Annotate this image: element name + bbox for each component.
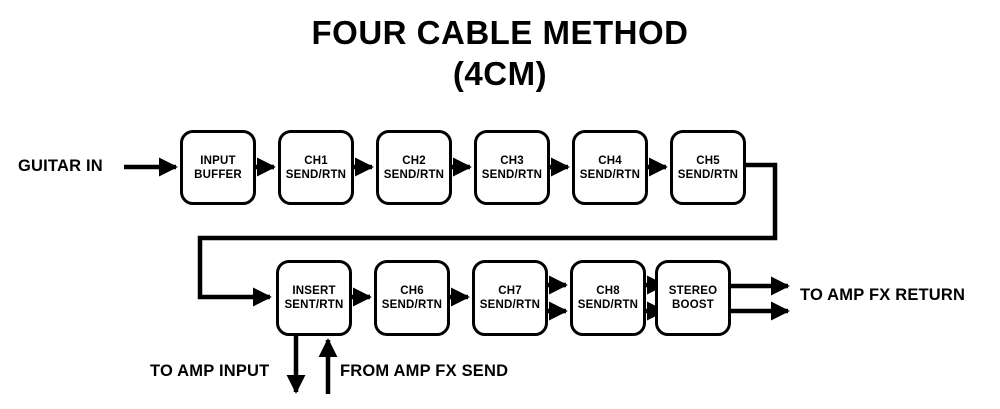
node-stereo-boost[interactable]: STEREO BOOST xyxy=(655,260,731,336)
node-ch5-send-rtn[interactable]: CH5 SEND/RTN xyxy=(670,130,746,205)
node-ch2-line2: SEND/RTN xyxy=(383,168,445,181)
node-ch8-line1: CH8 xyxy=(596,285,620,297)
label-to-amp-input: TO AMP INPUT xyxy=(150,362,270,380)
diagram-title: FOUR CABLE METHOD (4CM) xyxy=(0,12,1000,94)
node-ch5-line2: SEND/RTN xyxy=(677,168,739,181)
node-ch3-send-rtn[interactable]: CH3 SEND/RTN xyxy=(474,130,550,205)
node-ch6-line1: CH6 xyxy=(400,285,424,297)
node-input-buffer-line2: BUFFER xyxy=(194,168,242,181)
node-ch8-line2: SEND/RTN xyxy=(577,299,639,311)
node-ch8-send-rtn[interactable]: CH8 SEND/RTN xyxy=(570,260,646,336)
node-ch4-send-rtn[interactable]: CH4 SEND/RTN xyxy=(572,130,648,205)
node-ch7-send-rtn[interactable]: CH7 SEND/RTN xyxy=(472,260,548,336)
node-ch6-send-rtn[interactable]: CH6 SEND/RTN xyxy=(374,260,450,336)
node-input-buffer-line1: INPUT xyxy=(200,154,236,167)
node-stereo-boost-line2: BOOST xyxy=(672,299,714,311)
node-ch6-line2: SEND/RTN xyxy=(381,299,443,311)
edge-ch5-to-insert-wrap xyxy=(197,162,778,307)
node-ch2-line1: CH2 xyxy=(402,154,426,167)
node-ch4-line1: CH4 xyxy=(598,154,622,167)
node-ch2-send-rtn[interactable]: CH2 SEND/RTN xyxy=(376,130,452,205)
node-ch7-line1: CH7 xyxy=(498,285,522,297)
label-from-amp-fx-send: FROM AMP FX SEND xyxy=(340,362,509,380)
node-ch1-line1: CH1 xyxy=(304,154,328,167)
label-to-amp-fx-return: TO AMP FX RETURN xyxy=(800,286,966,304)
node-stereo-boost-line1: STEREO xyxy=(668,285,718,297)
label-guitar-in: GUITAR IN xyxy=(18,157,103,175)
title-line-1: FOUR CABLE METHOD xyxy=(311,14,689,51)
node-insert-sent-rtn[interactable]: INSERT SENT/RTN xyxy=(276,260,352,336)
node-ch3-line2: SEND/RTN xyxy=(481,168,543,181)
title-line-2: (4CM) xyxy=(452,55,548,92)
node-ch7-line2: SEND/RTN xyxy=(479,299,541,311)
node-insert-line2: SENT/RTN xyxy=(284,299,344,311)
node-ch1-line2: SEND/RTN xyxy=(285,168,347,181)
node-insert-line1: INSERT xyxy=(292,285,336,297)
node-input-buffer[interactable]: INPUT BUFFER xyxy=(180,130,256,205)
node-ch4-line2: SEND/RTN xyxy=(579,168,641,181)
node-ch5-line1: CH5 xyxy=(696,154,720,167)
node-ch1-send-rtn[interactable]: CH1 SEND/RTN xyxy=(278,130,354,205)
node-ch3-line1: CH3 xyxy=(500,154,524,167)
